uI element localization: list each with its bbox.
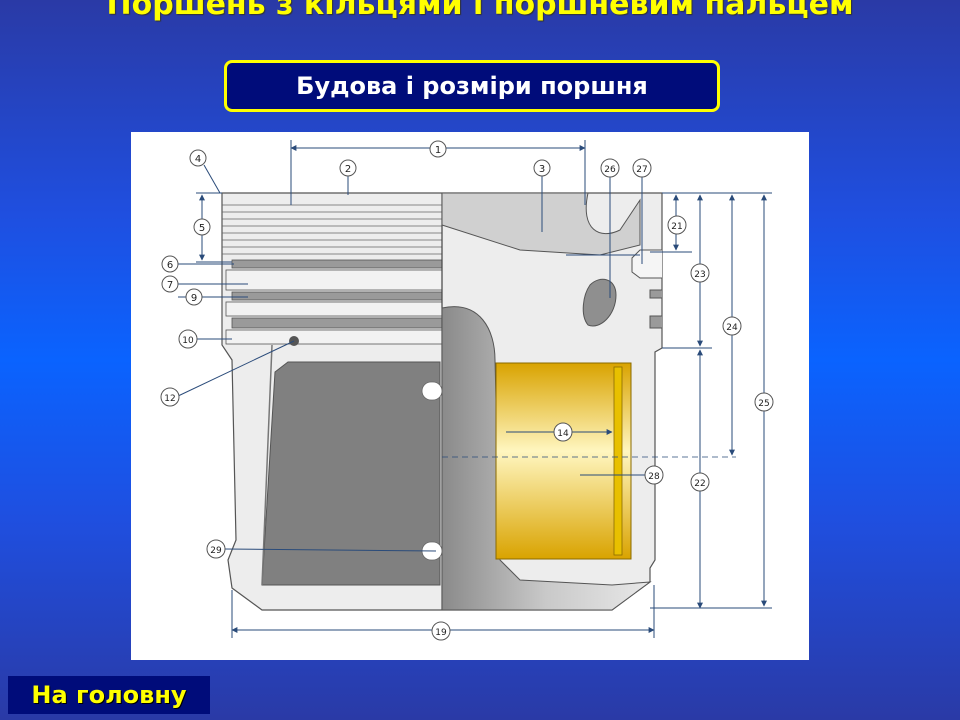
svg-text:7: 7: [167, 280, 173, 291]
svg-text:3: 3: [539, 164, 545, 175]
svg-text:19: 19: [435, 628, 447, 638]
callout-22: 22: [690, 472, 710, 492]
callout-24: 24: [722, 316, 742, 336]
svg-text:6: 6: [167, 260, 173, 271]
callout-26: 26: [600, 158, 620, 178]
callout-3: 3: [533, 159, 551, 177]
svg-text:28: 28: [648, 472, 660, 482]
svg-text:1: 1: [435, 145, 441, 156]
callout-6: 6: [161, 255, 179, 273]
callout-25: 25: [754, 392, 774, 412]
callout-19: 19: [431, 621, 451, 641]
svg-text:24: 24: [726, 323, 738, 333]
callout-5: 5: [193, 218, 211, 236]
piston-diagram: 1 2 3 4 5 6 7 9 10 12 14 19 21 22 23 24 …: [131, 132, 809, 660]
home-button[interactable]: На головну: [8, 676, 210, 714]
callout-28: 28: [644, 465, 664, 485]
svg-text:14: 14: [557, 429, 569, 439]
callout-9: 9: [185, 288, 203, 306]
callout-27: 27: [632, 158, 652, 178]
callout-labels: 1 2 3 4 5 6 7 9 10 12 14 19 21 22 23 24 …: [160, 140, 774, 641]
piston-drawing: 1 2 3 4 5 6 7 9 10 12 14 19 21 22 23 24 …: [160, 140, 774, 641]
svg-text:4: 4: [195, 154, 201, 165]
callout-23: 23: [690, 263, 710, 283]
callout-7: 7: [161, 275, 179, 293]
callout-10: 10: [178, 329, 198, 349]
svg-text:22: 22: [694, 479, 705, 489]
svg-text:2: 2: [345, 164, 351, 175]
svg-text:26: 26: [604, 165, 616, 175]
svg-text:23: 23: [694, 270, 705, 280]
callout-21: 21: [667, 215, 687, 235]
callout-14: 14: [553, 422, 573, 442]
callout-12: 12: [160, 387, 180, 407]
svg-text:12: 12: [164, 394, 175, 404]
callout-2: 2: [339, 159, 357, 177]
svg-text:25: 25: [758, 399, 769, 409]
slide-title: Поршень з кільцями і поршневим пальцем: [106, 0, 854, 22]
callout-4: 4: [189, 149, 207, 167]
slide-subtitle: Будова і розміри поршня: [224, 60, 720, 112]
svg-text:21: 21: [671, 222, 682, 232]
svg-text:9: 9: [191, 293, 197, 304]
svg-text:5: 5: [199, 223, 205, 234]
callout-1: 1: [429, 140, 447, 158]
svg-text:27: 27: [636, 165, 647, 175]
callout-29: 29: [206, 539, 226, 559]
svg-text:29: 29: [210, 546, 222, 556]
svg-text:10: 10: [182, 336, 194, 346]
